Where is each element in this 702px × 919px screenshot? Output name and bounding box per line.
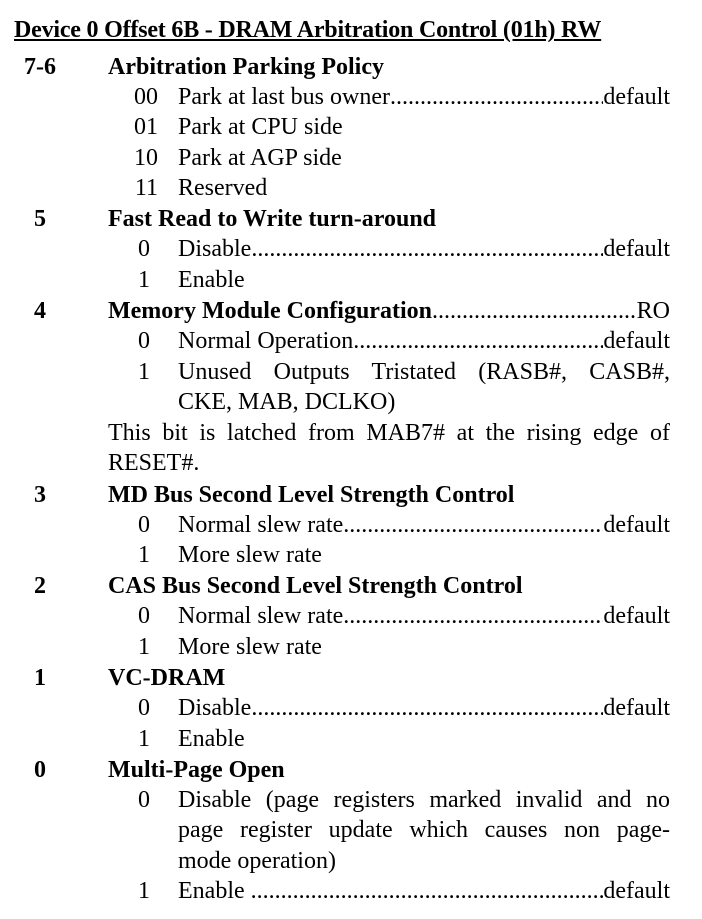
option-code: 01 bbox=[134, 114, 158, 140]
option-code: 0 bbox=[138, 603, 150, 629]
bit-field-name: Multi-Page Open bbox=[108, 757, 285, 783]
bit-number: 2 bbox=[34, 573, 46, 599]
bit-number: 0 bbox=[34, 757, 46, 783]
option-desc: Disable bbox=[178, 695, 252, 721]
default-tag: default bbox=[603, 878, 670, 904]
bit-number: 1 bbox=[34, 665, 46, 691]
option-code: 1 bbox=[138, 542, 150, 568]
dot-leader bbox=[343, 510, 603, 540]
register-title: Device 0 Offset 6B - DRAM Arbitration Co… bbox=[14, 17, 602, 43]
dot-leader bbox=[343, 601, 603, 631]
default-tag: default bbox=[603, 695, 670, 721]
default-tag: default bbox=[603, 84, 670, 110]
option-code: 1 bbox=[138, 878, 150, 904]
bit-field-name: Arbitration Parking Policy bbox=[108, 54, 384, 80]
option-desc: Disable (page registers marked invalid a… bbox=[178, 785, 670, 815]
option-desc: Reserved bbox=[178, 175, 268, 201]
option-row: Park at last bus owner default bbox=[178, 82, 670, 112]
option-desc: Park at CPU side bbox=[178, 114, 343, 140]
option-row: Disable default bbox=[178, 234, 670, 264]
note-line: This bit is latched from MAB7# at the ri… bbox=[108, 420, 670, 446]
option-desc: Normal Operation bbox=[178, 328, 354, 354]
bit-number: 4 bbox=[34, 298, 46, 324]
option-code: 0 bbox=[138, 236, 150, 262]
default-tag: default bbox=[603, 328, 670, 354]
option-desc: Unused Outputs Tristated (RASB#, CASB#, bbox=[178, 357, 670, 387]
bit-field-name: CAS Bus Second Level Strength Control bbox=[108, 573, 523, 599]
option-code: 1 bbox=[138, 634, 150, 660]
option-code: 1 bbox=[138, 726, 150, 752]
option-row: Normal slew rate default bbox=[178, 510, 670, 540]
access-tag: RO bbox=[636, 298, 670, 324]
option-desc-line: page register update which causes non pa… bbox=[178, 817, 670, 843]
option-code: 00 bbox=[134, 84, 158, 110]
bit-field-name: Fast Read to Write turn-around bbox=[108, 206, 437, 232]
option-code: 10 bbox=[134, 145, 158, 171]
bit-field-row: Memory Module Configuration RO bbox=[108, 296, 670, 326]
bit-note: This bit is latched from MAB7# at the ri… bbox=[108, 418, 670, 448]
dot-leader bbox=[251, 876, 604, 906]
option-desc-line: Disable (page registers marked invalid a… bbox=[178, 787, 670, 813]
option-code: 0 bbox=[138, 328, 150, 354]
dot-leader bbox=[251, 693, 603, 723]
option-desc: Enable bbox=[178, 726, 245, 752]
option-desc: page register update which causes non pa… bbox=[178, 815, 670, 845]
option-code: 0 bbox=[138, 787, 150, 813]
dot-leader bbox=[390, 82, 603, 112]
option-code: 0 bbox=[138, 695, 150, 721]
option-desc: Normal slew rate bbox=[178, 512, 344, 538]
option-desc: Disable bbox=[178, 236, 252, 262]
option-desc: Enable bbox=[178, 878, 251, 904]
dot-leader bbox=[432, 296, 637, 326]
default-tag: default bbox=[603, 512, 670, 538]
option-desc: Park at AGP side bbox=[178, 145, 342, 171]
option-row: Normal slew rate default bbox=[178, 601, 670, 631]
option-code: 1 bbox=[138, 359, 150, 385]
option-desc: Normal slew rate bbox=[178, 603, 344, 629]
dot-leader bbox=[353, 326, 603, 356]
option-desc-line: mode operation) bbox=[178, 848, 336, 874]
option-desc-line: Unused Outputs Tristated (RASB#, CASB#, bbox=[178, 359, 670, 385]
option-row: Normal Operation default bbox=[178, 326, 670, 356]
bit-field-name: VC-DRAM bbox=[108, 665, 226, 691]
option-desc: More slew rate bbox=[178, 634, 322, 660]
bit-number: 7-6 bbox=[24, 54, 56, 80]
bit-field-name: Memory Module Configuration bbox=[108, 298, 432, 324]
dot-leader bbox=[251, 234, 603, 264]
default-tag: default bbox=[603, 236, 670, 262]
option-code: 0 bbox=[138, 512, 150, 538]
bit-number: 5 bbox=[34, 206, 46, 232]
bit-number: 3 bbox=[34, 482, 46, 508]
bit-field-name: MD Bus Second Level Strength Control bbox=[108, 482, 515, 508]
option-desc: Park at last bus owner bbox=[178, 84, 390, 110]
option-code: 1 bbox=[138, 267, 150, 293]
option-desc-line: CKE, MAB, DCLKO) bbox=[178, 389, 396, 415]
option-desc: Enable bbox=[178, 267, 245, 293]
option-desc: More slew rate bbox=[178, 542, 322, 568]
option-row: Enable default bbox=[178, 876, 670, 906]
option-row: Disable default bbox=[178, 693, 670, 723]
note-line: RESET#. bbox=[108, 450, 200, 476]
option-code: 11 bbox=[134, 175, 158, 201]
default-tag: default bbox=[603, 603, 670, 629]
